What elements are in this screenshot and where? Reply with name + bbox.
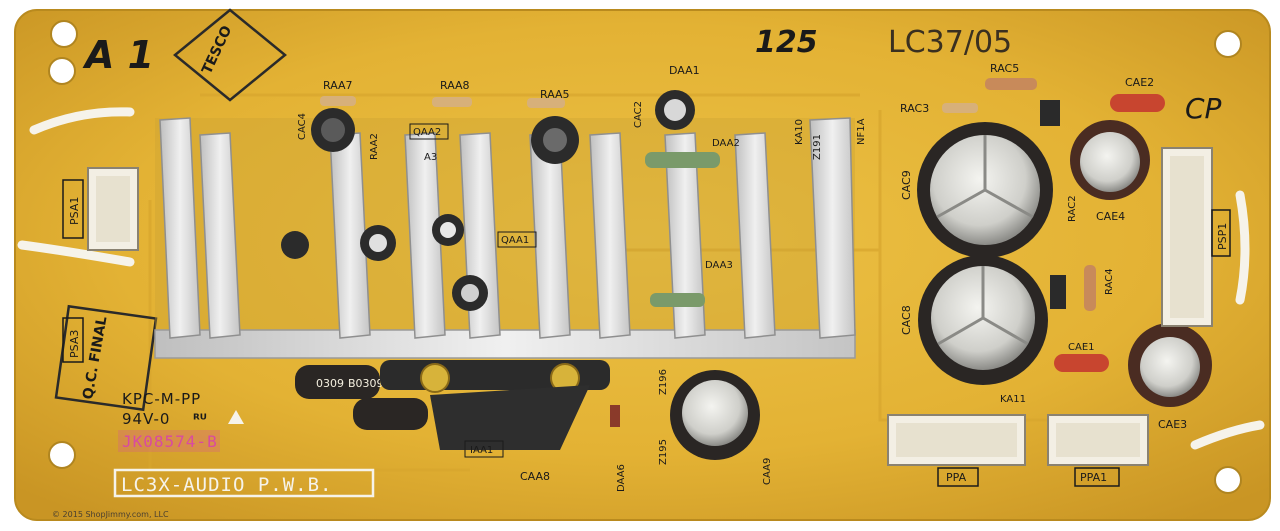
label-caa8: CAA8: [520, 470, 550, 483]
label-cae4: CAE4: [1096, 210, 1125, 223]
label-psa1: PSA1: [68, 197, 81, 225]
label-a3: A3: [424, 152, 437, 163]
label-rac3: RAC3: [900, 102, 929, 115]
label-raa7: RAA7: [323, 79, 353, 92]
label-qaa1: QAA1: [501, 235, 529, 246]
label-daa3: DAA3: [705, 260, 733, 271]
label-iaa1: IAA1: [470, 445, 493, 456]
connector-psa1: PSA1: [62, 167, 139, 251]
resistors: [320, 78, 1096, 311]
title-box-text: LC3X-AUDIO P.W.B.: [121, 474, 332, 496]
rating-text: 94V-0: [122, 410, 170, 428]
label-raa5: RAA5: [540, 88, 570, 101]
label-cac8: CAC8: [900, 305, 913, 335]
label-cac9: CAC9: [900, 170, 913, 200]
label-ka11: KA11: [1000, 394, 1026, 405]
cap-code-2: B0309: [348, 377, 384, 390]
rating-row: 94V-0 ᴿᵁ: [122, 410, 244, 428]
mounting-holes: [48, 20, 1242, 494]
paint-marks: [17, 107, 1265, 450]
connector-psp1: PSP1: [1161, 147, 1231, 327]
label-psa3: PSA3: [68, 330, 81, 358]
cap-cac8: [918, 255, 1048, 385]
label-z191: Z191: [812, 134, 823, 160]
label-qaa2: QAA2: [413, 127, 441, 138]
silkscreen-labels: RAA7 RAA8 RAA5 RAA2 QAA2 QAA1 A3 DAA1 DA…: [297, 62, 1187, 492]
cap-caa9: [670, 370, 760, 460]
label-cae1: CAE1: [1068, 342, 1095, 353]
label-cae3: CAE3: [1158, 418, 1187, 431]
label-nf1a: NF1A: [856, 118, 867, 145]
handwritten-mark-right: CP: [1185, 92, 1222, 125]
handwritten-model: LC37/05: [888, 25, 1012, 60]
axial-capacitors: 0309 B0309: [295, 360, 610, 450]
label-rac4: RAC4: [1104, 268, 1115, 295]
label-cac4: CAC4: [297, 113, 308, 140]
label-ppa1: PPA1: [1080, 471, 1107, 484]
small-capacitors: [281, 90, 695, 311]
connector-ppa: PPA: [887, 414, 1026, 487]
label-psp1: PSP1: [1216, 223, 1229, 250]
part-code: JK08574-B: [122, 432, 218, 451]
label-z195: Z195: [658, 439, 669, 465]
label-cac2: CAC2: [633, 101, 644, 128]
label-z196: Z196: [658, 369, 669, 395]
heatsink: [154, 117, 856, 359]
cap-code-1: 0309: [316, 377, 344, 390]
label-rac5: RAC5: [990, 62, 1019, 75]
label-caa9: CAA9: [762, 458, 773, 485]
label-daa6: DAA6: [616, 464, 627, 492]
label-daa2: DAA2: [712, 138, 740, 149]
part-code-highlight: [118, 430, 220, 452]
diodes: [610, 100, 1066, 427]
cap-cae3: [1128, 323, 1212, 407]
label-ppa: PPA: [946, 471, 967, 484]
handwritten-mark-top: 125: [755, 25, 818, 60]
label-raa2: RAA2: [369, 133, 380, 160]
cap-cae4: [1070, 120, 1150, 200]
label-ka10: KA10: [794, 119, 805, 145]
label-rac2: RAC2: [1067, 195, 1078, 222]
material-code: KPC-M-PP: [122, 390, 201, 408]
label-raa8: RAA8: [440, 79, 470, 92]
cap-cac9: [917, 122, 1053, 258]
handwritten-mark-left: A 1: [82, 33, 154, 77]
label-daa1: DAA1: [669, 64, 700, 77]
copyright-watermark: © 2015 ShopJimmy.com, LLC: [52, 510, 169, 519]
label-cae2: CAE2: [1125, 76, 1154, 89]
title-box: [113, 468, 375, 498]
connector-ppa1: PPA1: [1047, 414, 1149, 487]
triangle-mark: [228, 410, 244, 424]
ul-mark: ᴿᵁ: [193, 412, 207, 428]
